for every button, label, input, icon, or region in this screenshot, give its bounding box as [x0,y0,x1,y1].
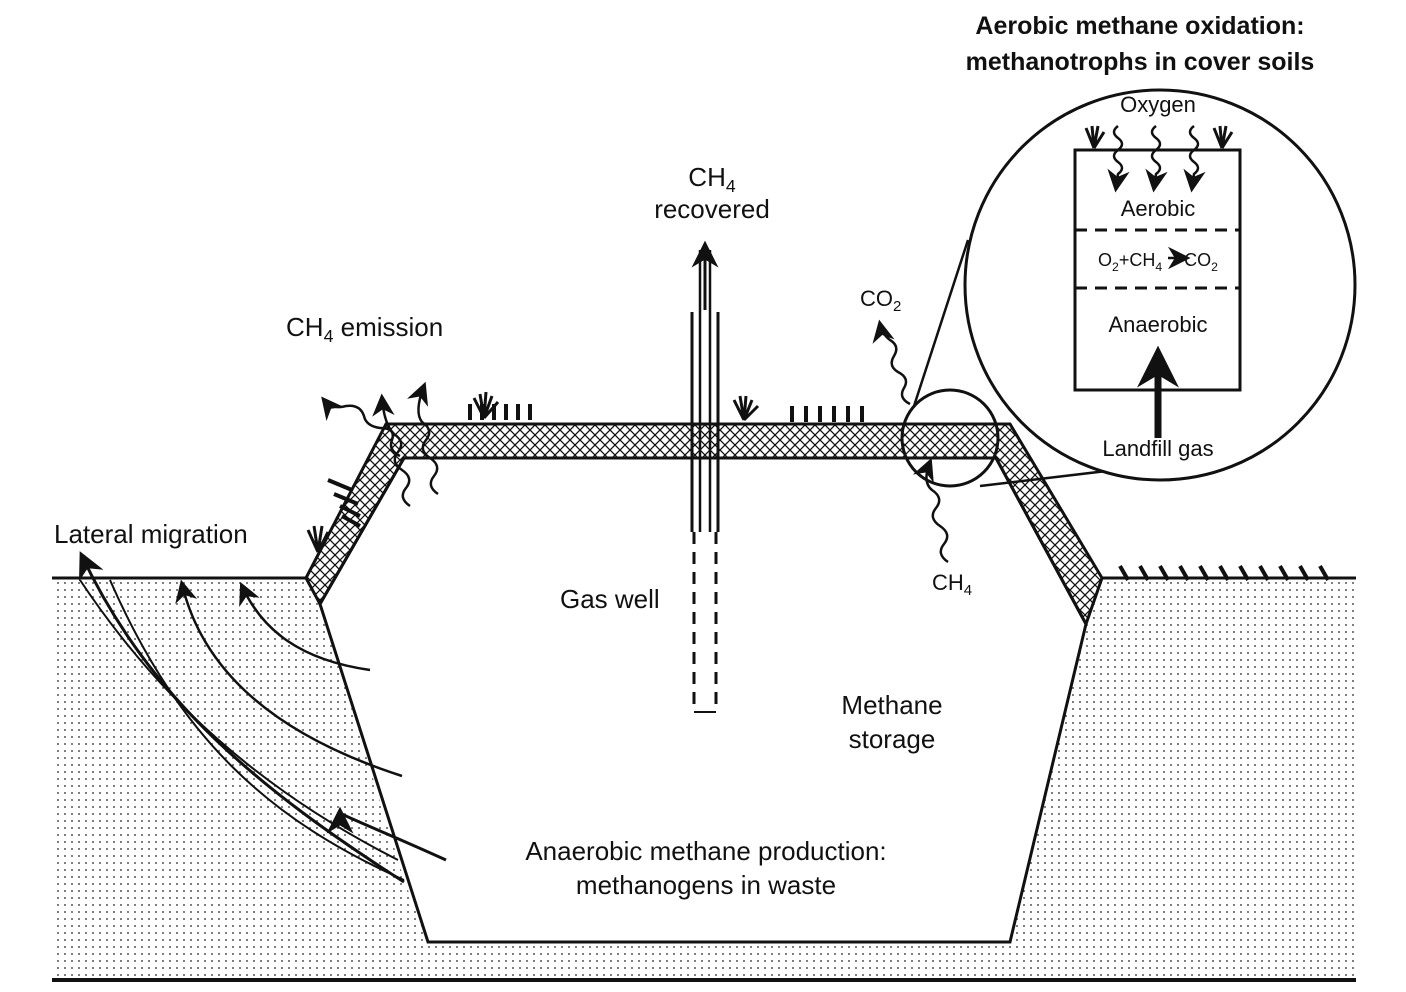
methane-storage-line-1: Methane [841,690,942,720]
anaerobic-label: Anaerobic [1108,312,1207,337]
title-line-1: Aerobic methane oxidation: [975,12,1304,40]
zoom-connector-upper [912,239,970,407]
ch4-upward-arrow [912,457,949,564]
ch4-emission-arrows [321,381,439,508]
gas-well [690,250,720,713]
co2-emission-arrow [872,319,911,406]
inset-magnified-view [963,88,1357,482]
lateral-migration-arrow-3 [175,579,403,778]
anaerobic-production-line-1: Anaerobic methane production: [525,836,886,866]
oxygen-label: Oxygen [1120,92,1196,117]
lateral-migration-label: Lateral migration [54,519,248,549]
ch4-emission-label: CH4 emission [286,312,443,346]
inset-plants [1084,125,1234,149]
migration-band-edge-2 [109,579,405,881]
lateral-migration-arrow-2 [326,806,447,862]
ground-soil [52,578,1356,978]
title-line-2: methanotrophs in cover soils [966,48,1315,76]
methane-storage-line-2: storage [849,724,936,754]
anaerobic-production-line-2: methanogens in waste [576,870,836,900]
ch4-lower-label: CH4 [932,570,972,599]
gas-well-label: Gas well [560,584,660,614]
grass-tufts [327,404,1330,581]
landfill-cover-soil [304,422,1104,628]
aerobic-label: Aerobic [1121,196,1196,221]
co2-label: CO2 [860,286,901,315]
ch4-recovered-formula: CH4 [688,162,736,196]
lateral-migration-arrow-1 [79,551,405,884]
lateral-migration-arrow-4 [239,581,371,672]
zoom-circle [900,388,1000,488]
shrub-plants [306,391,760,553]
ch4-recovered-word: recovered [654,194,770,224]
landfill-gas-label: Landfill gas [1102,436,1213,461]
oxygen-arrows [1107,125,1206,193]
